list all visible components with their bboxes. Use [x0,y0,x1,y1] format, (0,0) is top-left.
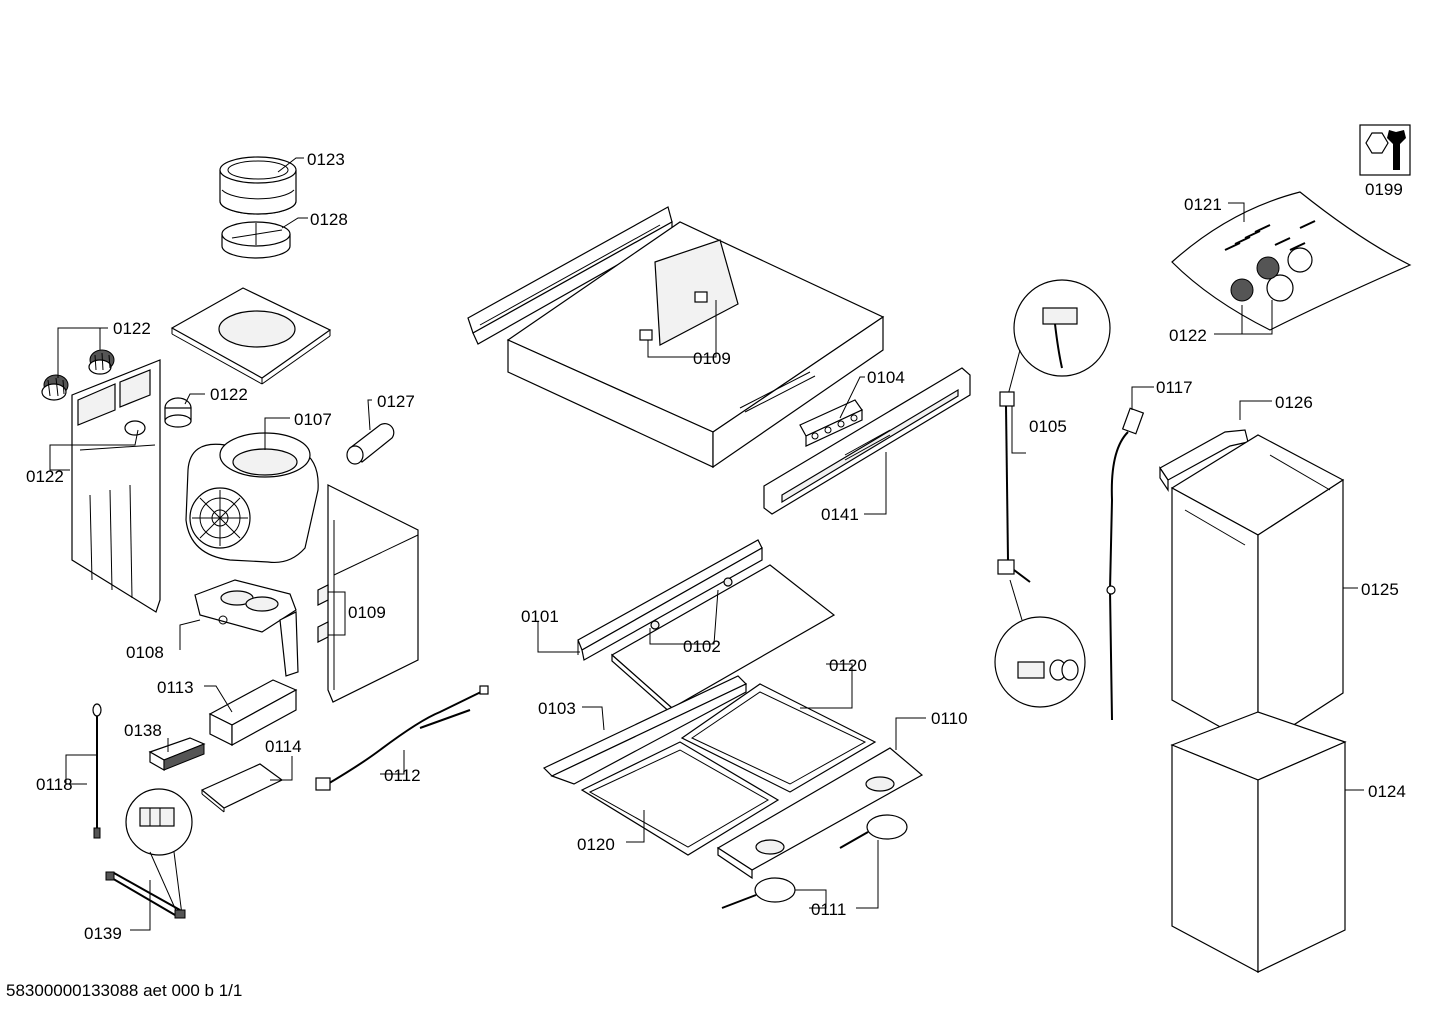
part-side-panel [317,484,419,703]
callout-0109-hood: 0109 [693,349,731,368]
leader-lines [49,157,1364,931]
part-0101-front-rail [577,539,763,661]
callout-0120-right: 0120 [829,656,867,675]
part-top-plate [170,287,332,385]
part-0123-duct-collar [219,156,297,215]
part-0127-capacitor [346,423,395,465]
callout-0128: 0128 [310,210,348,229]
part-0107-blower-motor [185,432,319,564]
part-rear-rail [467,206,673,345]
callout-0121: 0121 [1184,195,1222,214]
callout-0103: 0103 [538,699,576,718]
part-0117-power-cord [1106,407,1145,721]
callout-0139: 0139 [84,924,122,943]
callout-0104: 0104 [867,368,905,387]
part-0105-wiring-harness [994,279,1111,708]
callout-0105: 0105 [1029,417,1067,436]
callout-0138: 0138 [124,721,162,740]
part-0141-front-fascia [763,367,971,515]
part-0118-ground-cable [92,703,102,839]
callout-0114: 0114 [265,737,302,756]
callout-0118: 0118 [36,775,73,794]
callout-0122-housing: 0122 [26,467,64,486]
part-0139-detail-bubble [125,788,193,916]
part-0121-accessory-bag [1171,191,1412,331]
part-hood-body [506,221,885,469]
callout-0102: 0102 [683,637,721,656]
callout-0110: 0110 [931,709,968,728]
callout-0125: 0125 [1361,580,1399,599]
callout-0122-cap: 0122 [210,385,248,404]
part-0114-circuit-board [200,763,284,813]
part-0122-knob-left [41,374,69,401]
part-control-housing [71,359,161,613]
callout-0117: 0117 [1156,378,1193,397]
part-0113-terminal-box [208,679,298,747]
part-0111-lamp-left [721,877,796,909]
part-0125-upper-chimney [1170,434,1345,750]
callout-labels: 0123 0128 0122 0122 0122 0107 0127 0108 … [26,150,1406,943]
callout-0101: 0101 [521,607,559,626]
part-0120-grease-filter-right [680,683,877,793]
part-0102-filter-frame [610,564,836,716]
callout-0122-knobs: 0122 [113,319,151,338]
callout-0107: 0107 [294,410,332,429]
callout-0123: 0123 [307,150,345,169]
callout-0141: 0141 [821,505,859,524]
part-0139-cable [105,871,186,919]
callout-0113: 0113 [157,678,194,697]
part-0122-small-cap [164,397,192,428]
callout-0122-bag: 0122 [1169,326,1207,345]
part-0128-backflow-damper [221,221,291,259]
part-0108-motor-bracket [194,579,299,677]
part-0104-control-module [799,399,863,447]
part-0111-lamp-right [839,814,908,849]
callout-0199: 0199 [1365,180,1403,199]
wrench-nut-icon [1359,124,1411,176]
part-0112-wiring-harness [315,685,489,791]
callout-0108: 0108 [126,643,164,662]
part-0103-filter-rail [542,675,748,785]
part-0110-light-tray [716,747,924,880]
callout-0127: 0127 [377,392,415,411]
part-0138-connector-block [148,737,206,772]
callout-0126: 0126 [1275,393,1313,412]
callout-0120-left: 0120 [577,835,615,854]
callout-0124: 0124 [1368,782,1406,801]
callout-0112: 0112 [384,766,421,785]
document-id: 58300000133088 aet 000 b 1/1 [6,981,243,1000]
part-0122-knob-right [88,349,115,375]
part-0120-grease-filter-left [580,741,780,856]
callout-0109-panel: 0109 [348,603,386,622]
callout-0111: 0111 [811,900,846,919]
part-0124-lower-chimney [1170,711,1347,974]
